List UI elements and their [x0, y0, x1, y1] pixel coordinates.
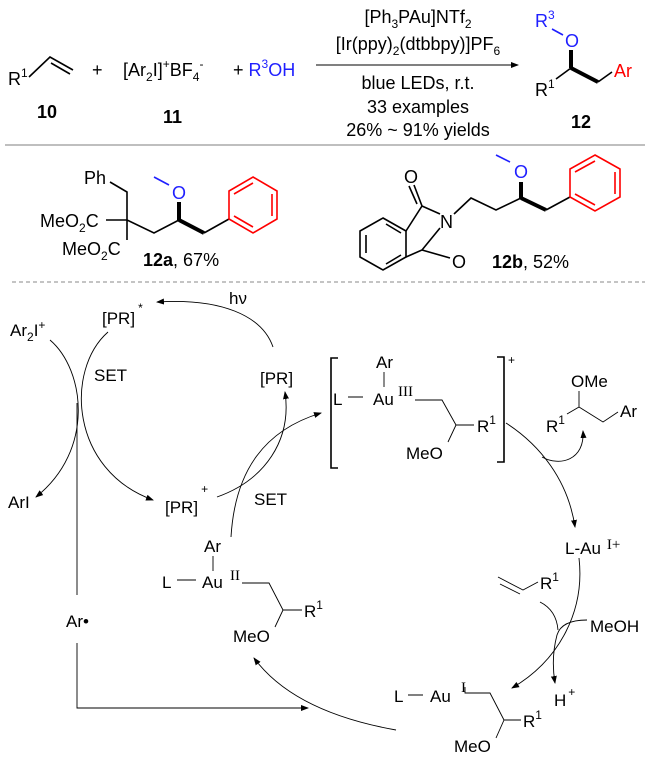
au2-oxidation-state: II	[230, 568, 240, 584]
set-label-2: SET	[254, 490, 287, 509]
iodonium-11: [Ar2I]+BF4- 11	[123, 57, 203, 127]
examples-count: 33 examples	[367, 97, 469, 117]
alkene-r1: R1	[8, 66, 28, 89]
pr-oxidized: [PR]+	[165, 482, 208, 517]
reaction-arrow-with-conditions: [Ph3PAu]NTf2 [Ir(ppy)2(dtbbpy)]PF6 blue …	[316, 7, 519, 140]
alcohol-r3oh: +R3OH	[233, 57, 295, 80]
au3-ligand: L	[333, 390, 342, 409]
product-aryl: Ar	[614, 61, 632, 81]
product-r1: R1	[535, 77, 555, 100]
alkene-in-arrow	[539, 601, 559, 631]
arrow-pr-excited-to-pr-ox	[81, 331, 154, 501]
arrow-au1-to-au1-intermediate	[511, 557, 581, 689]
aryl-iodide: ArI	[8, 493, 30, 512]
light-condition: blue LEDs, r.t.	[361, 73, 474, 93]
iodonium-formula: [Ar2I]+BF4-	[123, 57, 203, 84]
proton: H+	[554, 685, 575, 710]
au1-r1: R1	[523, 708, 542, 731]
methoxy-oxygen: O	[514, 162, 528, 182]
compound-label-12: 12	[571, 112, 591, 132]
au1-gold: Au	[430, 687, 451, 706]
hv-label: hν	[229, 289, 247, 308]
example-12a-caption: 12a, 67%	[143, 250, 219, 270]
product-aryl: Ar	[620, 402, 637, 421]
alkene-r1: R1	[540, 570, 559, 593]
au2-methoxy: MeO	[233, 627, 270, 646]
imide-nitrogen: N	[440, 212, 453, 232]
ester-1: MeO2C	[40, 211, 99, 235]
arrow-pr-ox-to-pr	[216, 391, 289, 498]
au2-ligand: L	[162, 573, 171, 592]
alkene-10: R1 10	[8, 56, 74, 122]
arrow-au1-to-au2	[253, 657, 397, 731]
yield-range: 26% ~ 91% yields	[346, 120, 490, 140]
au3-charge: +	[508, 353, 515, 367]
compound-label-10: 10	[37, 102, 57, 122]
arrow-au3-to-au1	[505, 422, 577, 528]
methanol: MeOH	[590, 617, 639, 636]
example-12b-caption: 12b, 52%	[492, 252, 569, 272]
arrow-product-release	[541, 430, 587, 462]
au3-methoxy: MeO	[406, 444, 443, 463]
product-r1: R1	[546, 413, 565, 436]
au3-gold: Au	[373, 390, 394, 409]
au3-oxidation-state: III	[398, 384, 413, 400]
diaryliodonium: Ar2I+	[10, 318, 45, 344]
hv-arrow	[156, 298, 274, 348]
au3-aryl: Ar	[376, 353, 393, 372]
example-12b: O O N O 12b, 52%	[359, 154, 621, 272]
au3-r1: R1	[477, 413, 496, 436]
aryl-radical: Ar•	[66, 612, 89, 631]
product-oxygen: O	[565, 31, 579, 51]
ester-2: MeO2C	[62, 239, 121, 263]
gold-catalyst: [Ph3PAu]NTf2	[364, 7, 471, 31]
au2-gold: Au	[202, 573, 223, 592]
phenyl-label: Ph	[84, 168, 106, 188]
au1-intermediate: L Au I R1 MeO	[394, 680, 542, 756]
product-ome: OMe	[571, 372, 608, 391]
meoh-in-proton-out-arrow	[550, 619, 588, 684]
au2-aryl: Ar	[204, 537, 221, 556]
carbonyl-oxygen-top: O	[404, 167, 418, 187]
mechanism-product: OMe R1 Ar	[546, 372, 637, 436]
methoxy-oxygen: O	[172, 183, 186, 203]
carbonyl-oxygen-bottom: O	[452, 252, 466, 272]
phenyl-ring-red	[228, 176, 278, 234]
iridium-photocatalyst: [Ir(ppy)2(dtbbpy)]PF6	[336, 34, 501, 58]
ar-radical-arrow	[76, 643, 309, 711]
au1-methoxy: MeO	[454, 737, 491, 756]
mechanism-alkene: R1	[497, 570, 559, 595]
compound-label-11: 11	[163, 107, 182, 127]
au1-oxidation-state: I	[461, 680, 466, 696]
au2-r1: R1	[304, 598, 323, 621]
pr-ground: [PR]	[260, 369, 293, 388]
au2-complex: Ar L Au II R1 MeO	[162, 537, 323, 646]
mechanism: hν [PR]* Ar2I+ SET [PR] ArI [PR]+ SET Ar…	[8, 289, 639, 756]
arrow-au2-to-au3	[230, 412, 322, 538]
phenyl-ring-red	[569, 154, 621, 212]
au3-complex: + Ar L Au III R1 MeO	[330, 353, 515, 469]
au1-ligand: L	[394, 687, 403, 706]
arrow-ar2i-to-ari	[35, 339, 79, 498]
product-12: R3 O R1 Ar 12	[535, 8, 632, 132]
product-r3: R3	[535, 8, 555, 31]
set-label-1: SET	[94, 366, 127, 385]
example-12a: Ph MeO2C MeO2C O 12a, 67%	[40, 168, 278, 270]
plus-sign: +	[92, 60, 103, 80]
pr-excited: [PR]*	[102, 301, 143, 328]
